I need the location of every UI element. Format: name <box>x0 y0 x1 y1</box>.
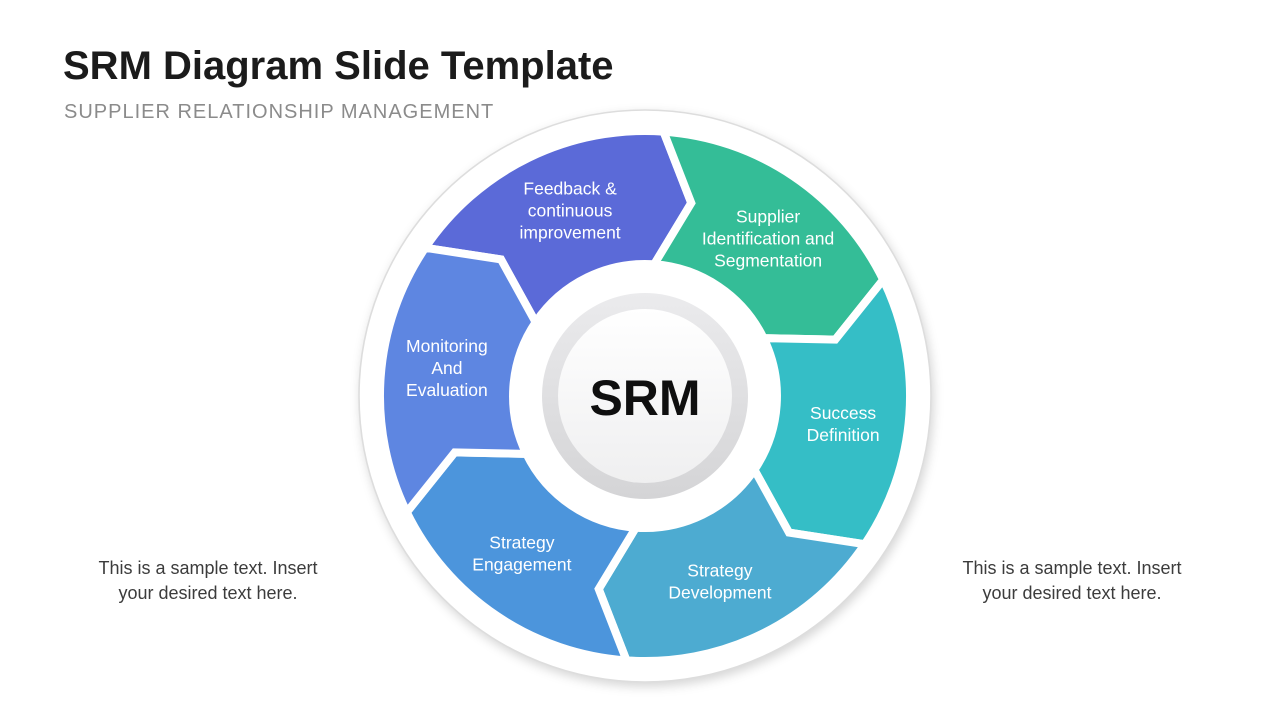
slide-subtitle: SUPPLIER RELATIONSHIP MANAGEMENT <box>64 101 495 123</box>
left-sample-text-line1: This is a sample text. Insert <box>98 558 318 578</box>
left-sample-text: This is a sample text. Insert your desir… <box>83 556 333 606</box>
hub-label: SRM <box>589 370 700 426</box>
hub-inner-circle <box>558 309 732 483</box>
slide-title: SRM Diagram Slide Template <box>63 44 614 88</box>
right-sample-text-line1: This is a sample text. Insert <box>962 558 1182 578</box>
right-sample-text: This is a sample text. Insert your desir… <box>947 556 1197 606</box>
left-sample-text-line2: your desired text here. <box>118 583 298 603</box>
right-sample-text-line2: your desired text here. <box>982 583 1162 603</box>
segment-monitoring-and-evaluation <box>375 243 541 520</box>
